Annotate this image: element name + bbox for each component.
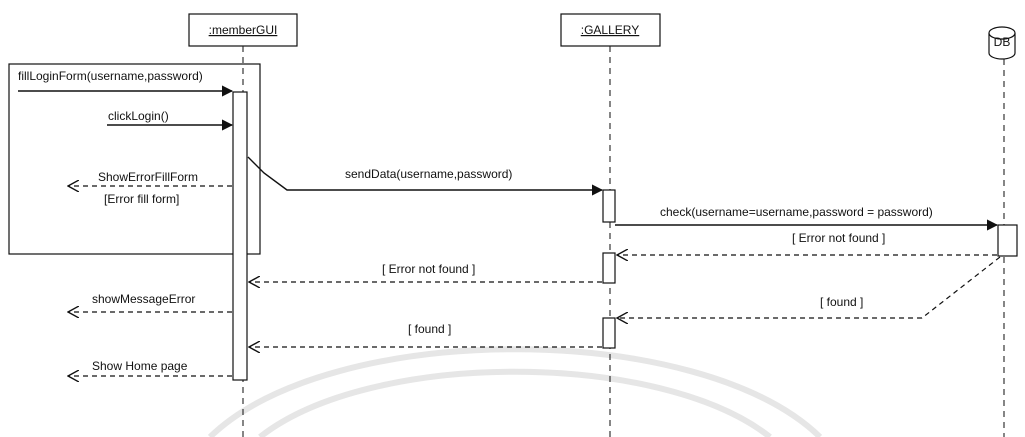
lifeline-db[interactable]: DB bbox=[988, 26, 1016, 60]
send-data-arrow[interactable] bbox=[247, 156, 604, 196]
error-fill-form-guard: [Error fill form] bbox=[104, 192, 179, 206]
show-message-error-label: showMessageError bbox=[92, 292, 195, 306]
found-db-label: [ found ] bbox=[820, 295, 863, 309]
member-gui-label: :memberGUI bbox=[209, 23, 278, 37]
db-activation bbox=[997, 224, 1018, 257]
gallery-activation-error bbox=[602, 252, 616, 284]
show-error-fill-form-label: ShowErrorFillForm bbox=[98, 170, 198, 184]
error-not-found-db-label: [ Error not found ] bbox=[792, 231, 885, 245]
lifeline-gallery[interactable]: :GALLERY bbox=[560, 13, 661, 47]
db-label: DB bbox=[994, 35, 1011, 49]
found-gallery-label: [ found ] bbox=[408, 322, 451, 336]
found-db-arrow[interactable] bbox=[617, 256, 1001, 318]
show-home-page-label: Show Home page bbox=[92, 359, 188, 373]
alt-fragment-frame bbox=[8, 63, 261, 255]
lifeline-member-gui[interactable]: :memberGUI bbox=[188, 13, 298, 47]
background-watermark bbox=[207, 346, 823, 437]
gallery-label: :GALLERY bbox=[581, 23, 639, 37]
check-label: check(username=username,password = passw… bbox=[660, 205, 933, 219]
gallery-activation-found bbox=[602, 317, 616, 349]
gallery-activation-send bbox=[602, 189, 616, 223]
error-not-found-gallery-label: [ Error not found ] bbox=[382, 262, 475, 276]
send-data-label: sendData(username,password) bbox=[345, 167, 512, 181]
fill-login-form-label: fillLoginForm(username,password) bbox=[18, 69, 203, 83]
member-gui-activation bbox=[232, 91, 248, 381]
click-login-label: clickLogin() bbox=[108, 109, 169, 123]
